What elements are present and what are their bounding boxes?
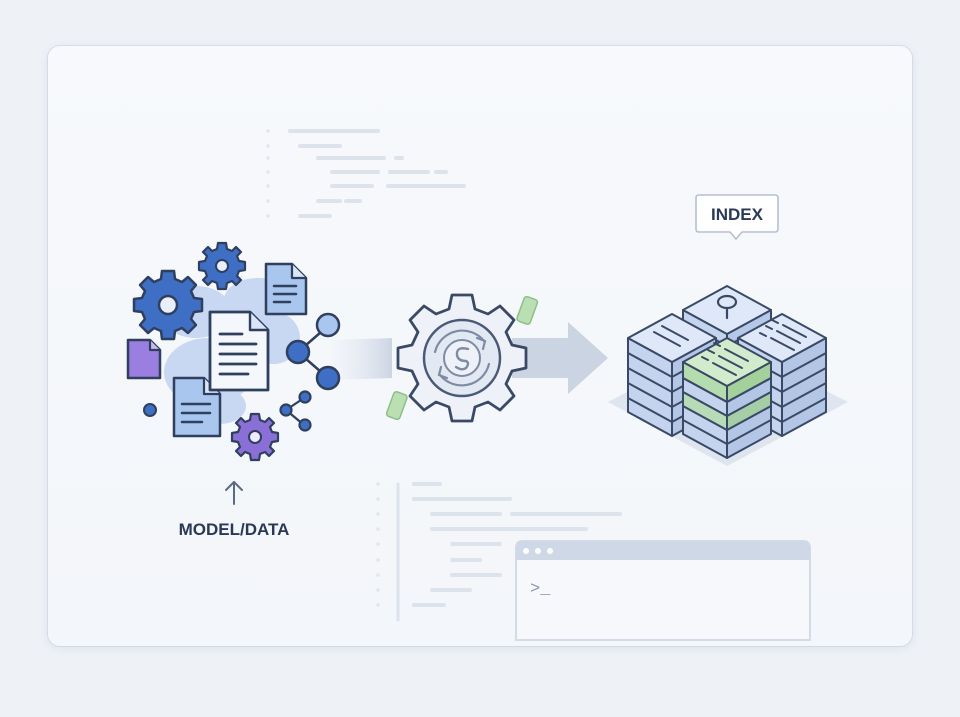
index-block-front <box>682 337 772 459</box>
model-data-cluster <box>126 241 341 462</box>
terminal-prompt: >_ <box>530 580 551 599</box>
search-icon <box>716 294 738 320</box>
document-icon <box>264 262 308 316</box>
code-lines-bottom <box>396 482 622 622</box>
flow-arrow-2 <box>512 322 608 394</box>
green-tab <box>516 295 539 325</box>
gear-icon <box>132 269 204 341</box>
window-dot <box>547 548 553 554</box>
flow-arrow-1 <box>330 338 392 380</box>
window-dot <box>523 548 529 554</box>
document-icon <box>126 338 162 380</box>
green-tab <box>385 391 408 421</box>
code-lines-top <box>288 129 466 218</box>
model-data-label: MODEL/DATA <box>179 520 290 539</box>
sync-icon <box>433 329 491 387</box>
index-label-callout: INDEX <box>695 194 779 241</box>
terminal-window: >_ <box>515 540 811 641</box>
index-label: INDEX <box>711 205 764 224</box>
database-stack-icon <box>627 285 827 459</box>
code-line-dots-top <box>266 129 270 218</box>
gear-icon <box>230 412 280 462</box>
document-icon <box>208 310 270 392</box>
share-network-icon <box>279 390 312 432</box>
code-line-dots-bottom <box>376 482 380 607</box>
node-dot <box>143 403 157 417</box>
index-block-back <box>682 285 772 347</box>
window-dot <box>535 548 541 554</box>
processing-gear <box>385 293 539 423</box>
up-arrow-icon <box>225 481 243 505</box>
gear-icon <box>197 241 247 291</box>
share-network-icon <box>285 312 341 391</box>
